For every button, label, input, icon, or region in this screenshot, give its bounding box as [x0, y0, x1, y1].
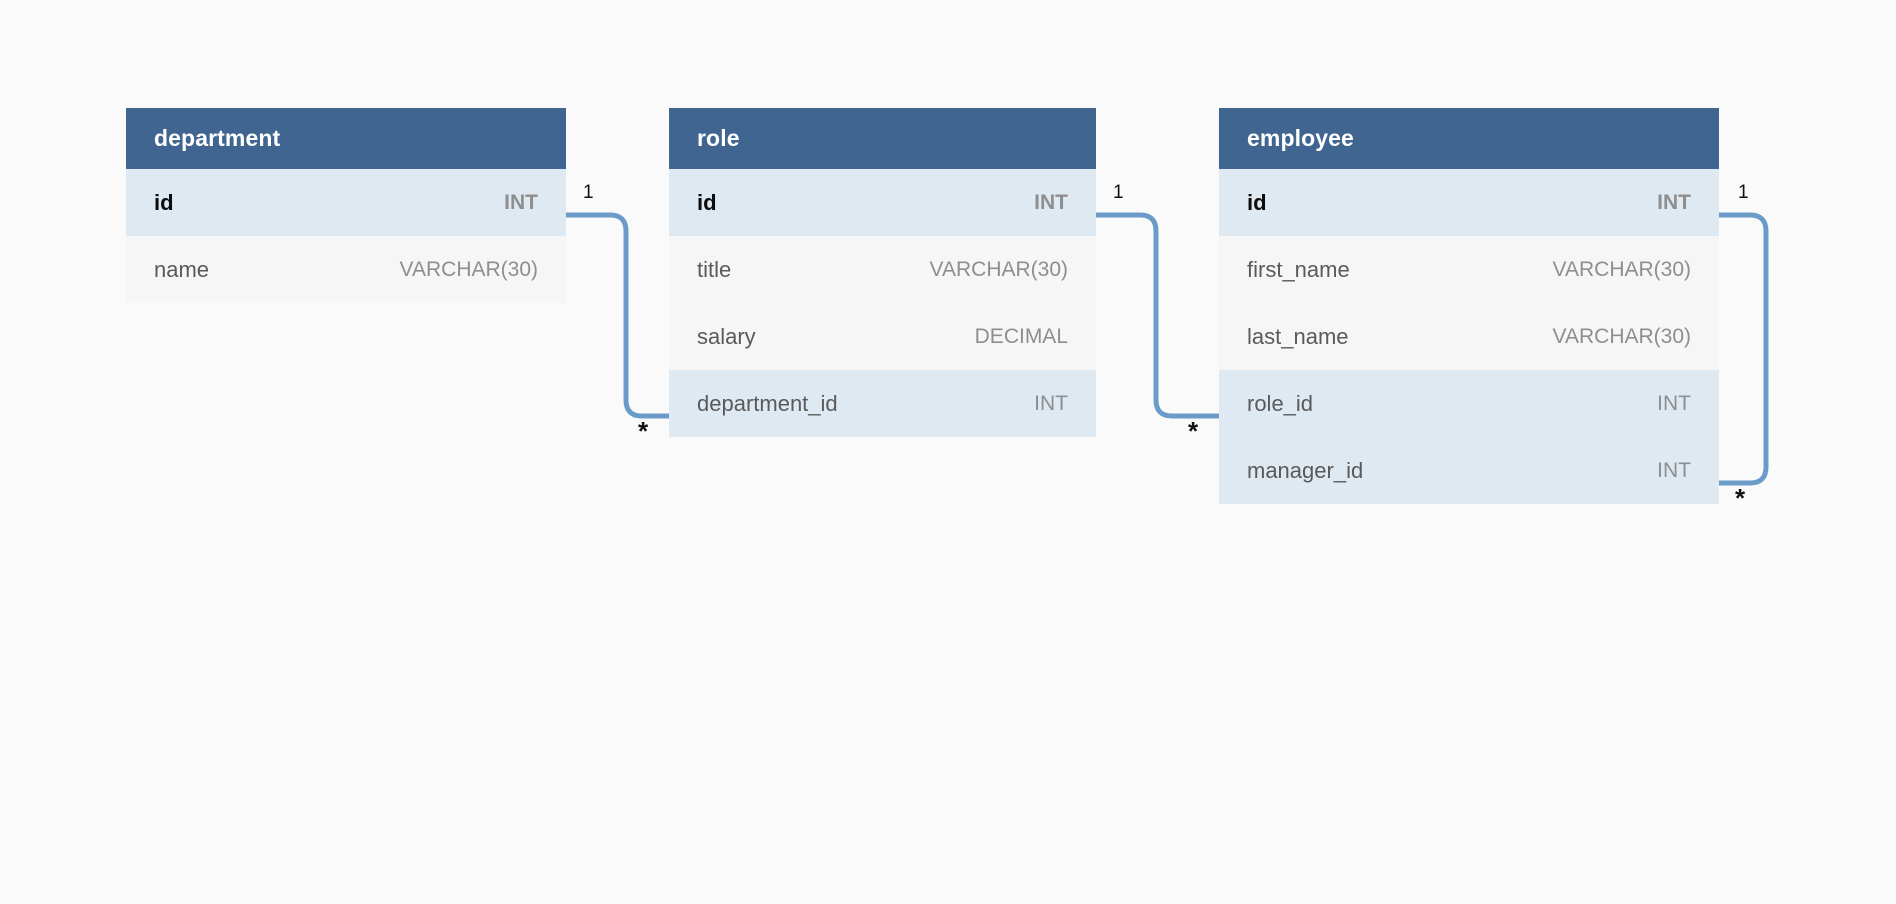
attribute-type: DECIMAL	[974, 324, 1068, 348]
cardinality-employee-self-one: 1	[1738, 182, 1749, 203]
attribute-name: role_id	[1247, 390, 1314, 416]
attribute-type: INT	[1657, 391, 1691, 415]
attribute-name: salary	[697, 323, 756, 349]
entity-role[interactable]: role id INT title VARCHAR(30) salary DEC…	[669, 108, 1096, 437]
attribute-row-role-salary[interactable]: salary DECIMAL	[669, 303, 1096, 370]
attribute-row-employee-manager-id[interactable]: manager_id INT	[1219, 437, 1719, 504]
attribute-name: manager_id	[1247, 457, 1364, 483]
attribute-row-role-id[interactable]: id INT	[669, 169, 1096, 236]
attribute-name: name	[154, 256, 210, 282]
entity-header-role: role	[669, 108, 1096, 169]
cardinality-department-one: 1	[583, 182, 594, 203]
attribute-row-employee-first-name[interactable]: first_name VARCHAR(30)	[1219, 236, 1719, 303]
attribute-type: INT	[1034, 391, 1068, 415]
relationship-line-role-employee	[1093, 212, 1222, 419]
attribute-type: VARCHAR(30)	[929, 257, 1068, 281]
attribute-name: id	[1247, 189, 1267, 215]
attribute-type: INT	[504, 190, 538, 214]
attribute-type: INT	[1657, 190, 1691, 214]
attribute-name: department_id	[697, 390, 838, 416]
cardinality-role-many: *	[638, 416, 649, 446]
cardinality-employee-self-many: *	[1735, 483, 1746, 513]
attribute-row-employee-role-id[interactable]: role_id INT	[1219, 370, 1719, 437]
attribute-row-department-id[interactable]: id INT	[126, 169, 566, 236]
attribute-row-department-name[interactable]: name VARCHAR(30)	[126, 236, 566, 303]
entity-header-department: department	[126, 108, 566, 169]
attribute-type: VARCHAR(30)	[399, 257, 538, 281]
attribute-row-employee-id[interactable]: id INT	[1219, 169, 1719, 236]
attribute-type: VARCHAR(30)	[1552, 324, 1691, 348]
cardinality-employee-many: *	[1188, 416, 1199, 446]
attribute-row-role-title[interactable]: title VARCHAR(30)	[669, 236, 1096, 303]
attribute-name: title	[697, 256, 732, 282]
entity-header-employee: employee	[1219, 108, 1719, 169]
attribute-name: first_name	[1247, 256, 1350, 282]
attribute-row-employee-last-name[interactable]: last_name VARCHAR(30)	[1219, 303, 1719, 370]
attribute-type: VARCHAR(30)	[1552, 257, 1691, 281]
attribute-name: last_name	[1247, 323, 1349, 349]
relationship-line-employee-employee	[1716, 212, 1769, 486]
cardinality-role-one: 1	[1113, 182, 1124, 203]
relationship-line-department-role	[563, 212, 672, 419]
entity-department[interactable]: department id INT name VARCHAR(30)	[126, 108, 566, 303]
attribute-name: id	[697, 189, 717, 215]
attribute-row-role-department-id[interactable]: department_id INT	[669, 370, 1096, 437]
entity-employee[interactable]: employee id INT first_name VARCHAR(30) l…	[1219, 108, 1719, 504]
attribute-name: id	[154, 189, 174, 215]
attribute-type: INT	[1034, 190, 1068, 214]
attribute-type: INT	[1657, 458, 1691, 482]
